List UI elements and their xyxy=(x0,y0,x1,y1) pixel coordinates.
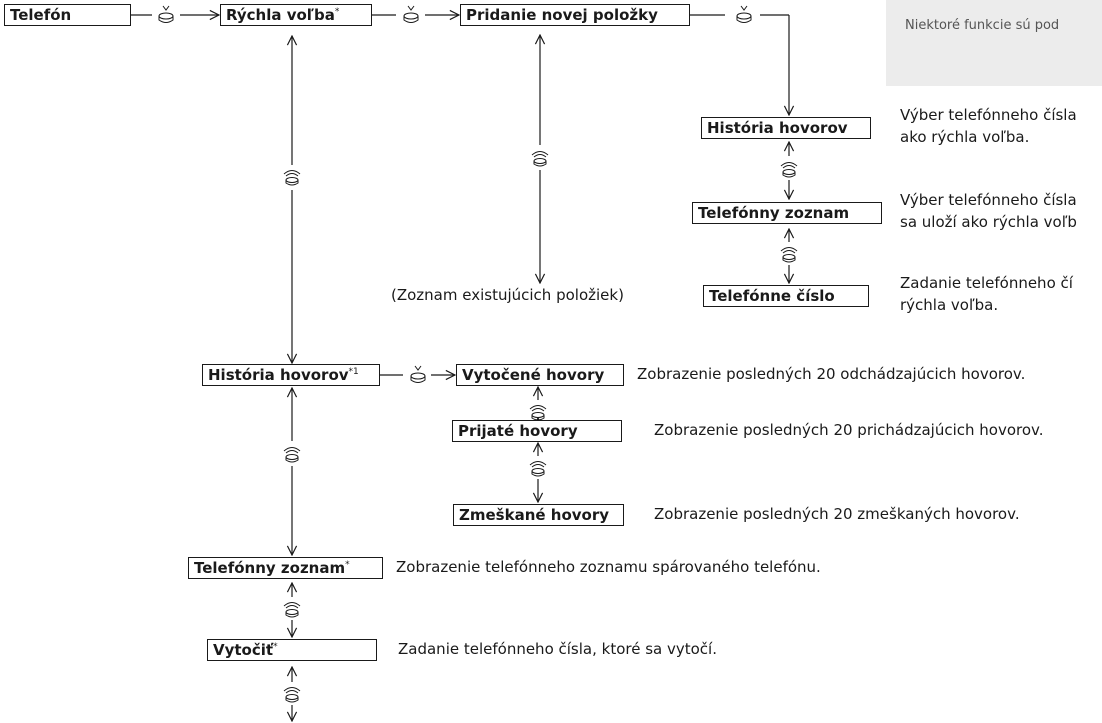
rychla-volba-box[interactable]: Rýchla voľba* xyxy=(220,4,372,26)
rychla-volba-mark: * xyxy=(334,7,340,17)
telefonny-zoznam-sub-label: Telefónny zoznam xyxy=(698,204,850,222)
zmeskane-box[interactable]: Zmeškané hovory xyxy=(453,504,624,526)
vytocit-label: Vytočiť xyxy=(213,641,274,659)
existujuce-polozky: (Zoznam existujúcich položiek) xyxy=(391,286,624,304)
press-knob-icon xyxy=(410,365,426,383)
cislo-sub-desc-1: Zadanie telefónneho čí xyxy=(900,274,1073,292)
vytocit-desc: Zadanie telefónneho čísla, ktoré sa vyto… xyxy=(398,640,717,658)
cislo-sub-desc-2: rýchla voľba. xyxy=(900,296,999,314)
telefonny-zoznam-desc: Zobrazenie telefónneho zoznamu spárované… xyxy=(396,558,821,576)
rotate-knob-icon xyxy=(780,247,798,263)
telefon-label: Telefón xyxy=(10,6,72,24)
press-knob-icon xyxy=(158,5,174,23)
vytocene-desc: Zobrazenie posledných 20 odchádzajúcich … xyxy=(637,365,1026,383)
historia-box[interactable]: História hovorov*1 xyxy=(202,364,380,386)
press-knob-icon xyxy=(403,5,419,23)
rotate-knob-icon xyxy=(529,461,547,477)
telefonny-zoznam-mark: * xyxy=(345,560,350,570)
rotate-knob-icon xyxy=(283,447,301,463)
pridanie-box[interactable]: Pridanie novej položky xyxy=(460,4,690,26)
historia-sub-desc-2: ako rýchla voľba. xyxy=(900,128,1030,146)
rotate-knob-icon xyxy=(283,602,301,618)
rotate-knob-icon xyxy=(531,151,549,167)
zoznam-sub-desc-1: Výber telefónneho čísla xyxy=(900,191,1077,209)
telefonny-zoznam-label: Telefónny zoznam xyxy=(194,559,346,577)
prijate-label: Prijaté hovory xyxy=(458,422,578,440)
telefonny-zoznam-box[interactable]: Telefónny zoznam* xyxy=(188,557,383,579)
historia-sub-box[interactable]: História hovorov xyxy=(701,117,871,139)
prijate-box[interactable]: Prijaté hovory xyxy=(452,420,622,442)
note-panel: Niektoré funkcie sú pod xyxy=(886,0,1102,86)
rotate-knob-icon xyxy=(283,687,301,703)
rotate-knob-icon xyxy=(283,170,301,186)
note-text: Niektoré funkcie sú pod xyxy=(905,18,1060,33)
zoznam-sub-desc-2: sa uloží ako rýchla voľb xyxy=(900,213,1077,231)
pridanie-label: Pridanie novej položky xyxy=(466,6,658,24)
telefonne-cislo-box[interactable]: Telefónne číslo xyxy=(703,285,869,307)
telefonne-cislo-label: Telefónne číslo xyxy=(709,287,835,305)
historia-label: História hovorov xyxy=(208,366,349,384)
vytocene-label: Vytočené hovory xyxy=(462,366,605,384)
historia-sub-label: História hovorov xyxy=(707,119,848,137)
rotate-knob-icon xyxy=(780,162,798,178)
vytocit-mark: * xyxy=(273,642,278,652)
historia-mark: *1 xyxy=(348,367,359,377)
press-knob-icon xyxy=(736,5,752,23)
zmeskane-desc: Zobrazenie posledných 20 zmeškaných hovo… xyxy=(654,505,1020,523)
historia-sub-desc-1: Výber telefónneho čísla xyxy=(900,106,1077,124)
vytocene-box[interactable]: Vytočené hovory xyxy=(456,364,624,386)
telefonny-zoznam-sub-box[interactable]: Telefónny zoznam xyxy=(692,202,882,224)
vytocit-box[interactable]: Vytočiť* xyxy=(207,639,377,661)
telefon-box[interactable]: Telefón xyxy=(4,4,131,26)
rychla-volba-label: Rýchla voľba xyxy=(226,6,335,24)
prijate-desc: Zobrazenie posledných 20 prichádzajúcich… xyxy=(654,421,1044,439)
zmeskane-label: Zmeškané hovory xyxy=(459,506,610,524)
